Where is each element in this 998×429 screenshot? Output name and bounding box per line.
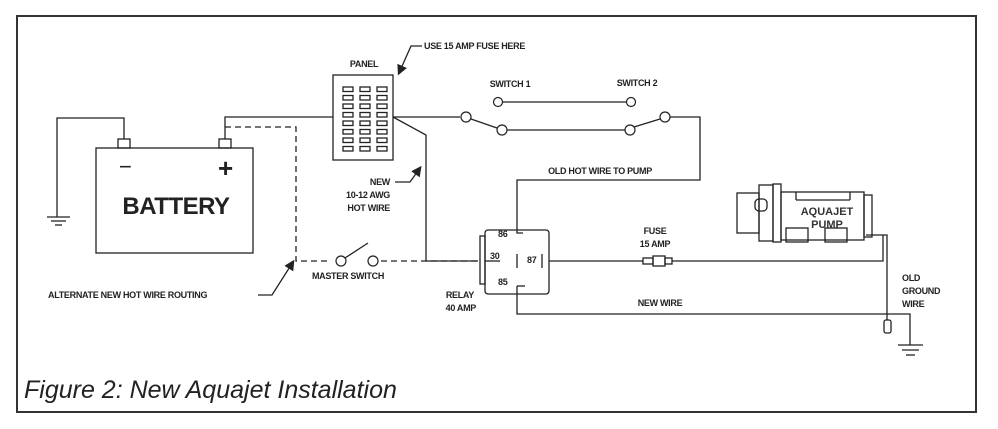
relay-pin-87: 87 <box>527 255 537 265</box>
old-ground-label-2: GROUND <box>902 286 941 296</box>
panel-fuse-slot <box>342 103 354 110</box>
panel-fuse-slot <box>376 103 388 110</box>
old-ground-wire <box>866 234 888 320</box>
battery-negative-icon: − <box>119 154 132 179</box>
panel-fuse-slot <box>342 111 354 118</box>
new-hot-wire <box>392 116 478 262</box>
panel-note: USE 15 AMP FUSE HERE <box>424 41 525 51</box>
panel-fuse-slot <box>376 137 388 144</box>
panel-fuse-slot <box>359 103 371 110</box>
panel-fuse-slot <box>376 145 388 152</box>
figure-frame <box>16 15 977 413</box>
panel-fuse-slot <box>376 94 388 101</box>
panel-fuse-slot <box>359 111 371 118</box>
relay-label-1: RELAY <box>446 290 474 300</box>
old-hot-wire <box>516 116 701 234</box>
panel-fuse-slot <box>359 86 371 93</box>
relay-pin-30: 30 <box>490 251 500 261</box>
alternate-routing-arrow <box>258 259 295 296</box>
switch-2 <box>624 96 671 136</box>
wire-connector <box>883 319 892 334</box>
panel-fuse-slot <box>376 111 388 118</box>
panel-label: PANEL <box>350 59 379 69</box>
panel-note-arrow <box>397 45 422 76</box>
relay-label-2: 40 AMP <box>446 303 477 313</box>
old-ground-label-3: WIRE <box>902 299 925 309</box>
relay <box>479 229 550 295</box>
panel-fuse-slot <box>342 94 354 101</box>
switch-2-label: SWITCH 2 <box>617 78 658 88</box>
ground-symbol-right <box>898 344 923 356</box>
pump-label-2: PUMP <box>811 219 843 231</box>
panel-fuse-slot <box>342 86 354 93</box>
new-hot-wire-label-3: HOT WIRE <box>347 203 390 213</box>
switch-1-label: SWITCH 1 <box>490 79 531 89</box>
old-hot-wire-label: OLD HOT WIRE TO PUMP <box>548 166 652 176</box>
fuse-panel <box>332 74 394 161</box>
alternate-routing-label: ALTERNATE NEW HOT WIRE ROUTING <box>48 290 207 300</box>
panel-fuse-slot <box>359 128 371 135</box>
master-switch <box>330 242 379 267</box>
panel-fuse-slot <box>376 120 388 127</box>
fuse-to-pump-wire <box>672 235 884 262</box>
aquajet-pump <box>736 183 873 243</box>
battery: BATTERY − + <box>95 138 254 254</box>
battery-label: BATTERY <box>122 193 230 220</box>
switch-1 <box>460 96 508 136</box>
master-switch-label: MASTER SWITCH <box>312 271 384 281</box>
old-ground-label-1: OLD <box>902 273 921 283</box>
panel-fuse-slot <box>359 120 371 127</box>
new-ground-wire <box>516 286 911 345</box>
fuse-label-1: FUSE <box>644 226 667 236</box>
inline-fuse <box>642 255 673 267</box>
alternate-hot-wire-routing <box>225 126 478 262</box>
panel-fuse-slot <box>376 86 388 93</box>
fuse-label-2: 15 AMP <box>640 239 671 249</box>
battery-positive-icon: + <box>218 153 233 183</box>
figure-caption: Figure 2: New Aquajet Installation <box>24 376 397 404</box>
relay-pin-86: 86 <box>498 229 508 239</box>
panel-fuse-slot <box>342 128 354 135</box>
new-hot-wire-label-2: 10-12 AWG <box>346 190 390 200</box>
panel-fuse-slot <box>342 145 354 152</box>
panel-fuse-slot <box>359 145 371 152</box>
ground-symbol-left <box>47 117 125 226</box>
new-hot-wire-label-1: NEW <box>370 177 391 187</box>
pump-label-1: AQUAJET <box>801 206 854 218</box>
new-wire-label: NEW WIRE <box>638 298 683 308</box>
panel-fuse-slot <box>342 137 354 144</box>
battery-positive-wire <box>224 116 333 139</box>
panel-fuse-slot <box>359 137 371 144</box>
panel-fuse-slot <box>359 94 371 101</box>
new-hot-wire-arrow <box>395 165 422 183</box>
relay-pin-85: 85 <box>498 277 508 287</box>
panel-fuse-slot <box>342 120 354 127</box>
panel-fuse-slot <box>376 128 388 135</box>
